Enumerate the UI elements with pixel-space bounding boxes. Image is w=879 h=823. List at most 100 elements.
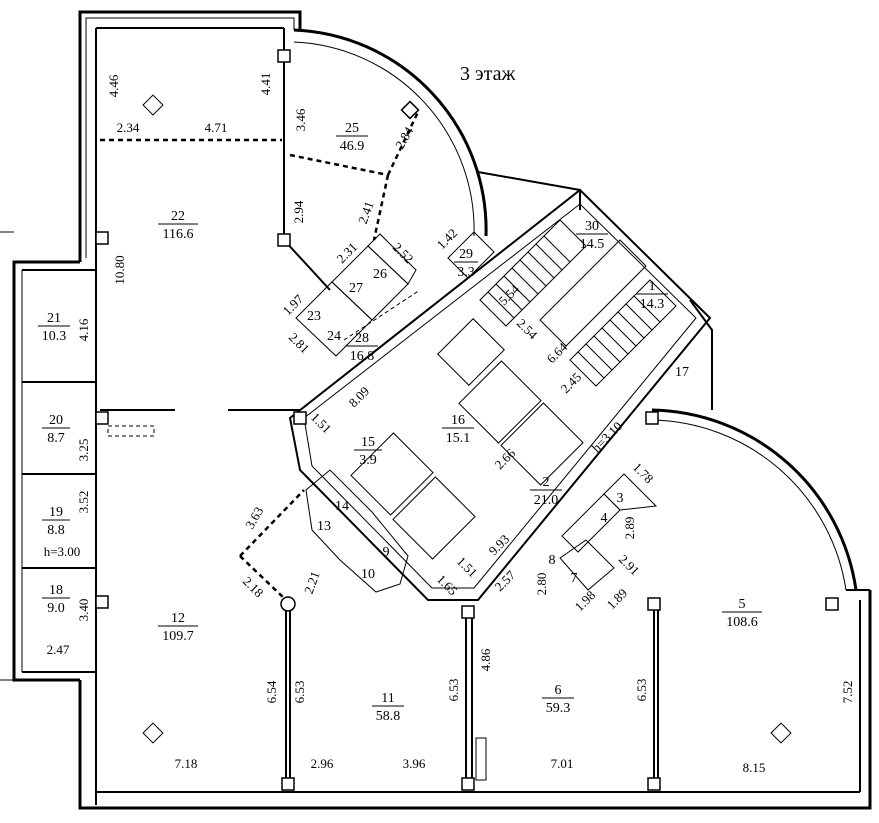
room-6: 6 59.3 bbox=[542, 683, 574, 716]
room-number-4: 4 bbox=[601, 511, 608, 526]
dimension: 1.51 bbox=[454, 553, 481, 580]
small-room-labels: 26 27 23 24 14 13 9 10 3 4 8 7 17 bbox=[307, 267, 689, 586]
dimension: 7.01 bbox=[551, 756, 574, 771]
dimension: 1.42 bbox=[433, 225, 460, 252]
dimension: 8.15 bbox=[743, 760, 766, 775]
dimension: 2.21 bbox=[301, 569, 323, 596]
dimension: 4.16 bbox=[76, 318, 91, 341]
dimension: 7.52 bbox=[840, 681, 855, 704]
room-25: 25 46.9 bbox=[336, 121, 368, 154]
dimension: 4.41 bbox=[258, 73, 273, 96]
height-note-310: h=3.10 bbox=[589, 419, 625, 455]
room-number-14: 14 bbox=[335, 499, 349, 514]
dimension: 2.31 bbox=[333, 239, 360, 266]
dimension: 6.64 bbox=[543, 339, 570, 366]
dimension: 2.52 bbox=[390, 239, 417, 266]
dimension: 4.86 bbox=[478, 648, 493, 671]
room-number-10: 10 bbox=[361, 567, 375, 582]
room-number-27: 27 bbox=[349, 281, 363, 296]
dimension: 8.09 bbox=[345, 383, 372, 410]
dimension: 3.46 bbox=[293, 108, 308, 131]
room-number: 18 bbox=[49, 583, 63, 598]
dimension: 1.51 bbox=[308, 409, 335, 436]
dimension: 2.81 bbox=[286, 329, 313, 356]
dimension: 1.78 bbox=[630, 459, 657, 486]
dimension: 1.97 bbox=[279, 291, 306, 318]
room-area: 116.6 bbox=[163, 227, 194, 242]
room-number: 15 bbox=[361, 435, 375, 450]
room-area: 15.1 bbox=[446, 431, 471, 446]
dimension: 2.89 bbox=[622, 517, 637, 540]
room-number: 12 bbox=[171, 611, 185, 626]
room-number-26: 26 bbox=[373, 267, 387, 282]
room-28: 28 16.8 bbox=[346, 331, 378, 364]
room-number: 16 bbox=[451, 413, 465, 428]
room-area: 14.5 bbox=[580, 237, 605, 252]
dimension: 9.93 bbox=[485, 531, 512, 558]
room-area: 10.3 bbox=[42, 329, 67, 344]
columns bbox=[95, 49, 839, 791]
staircase bbox=[479, 219, 677, 387]
room-number: 2 bbox=[543, 475, 550, 490]
dimension: 2.84 bbox=[392, 124, 417, 152]
room-15: 15 3.9 bbox=[354, 435, 382, 468]
dimension: 2.54 bbox=[514, 315, 541, 342]
dimension: 7.18 bbox=[175, 756, 198, 771]
room-number: 21 bbox=[47, 311, 61, 326]
walls bbox=[0, 10, 872, 810]
room-21: 21 10.3 bbox=[38, 311, 70, 344]
room-labels: 22 116.6 25 46.9 21 10.3 20 8.7 19 8.8 1… bbox=[38, 121, 762, 724]
room-area: 46.9 bbox=[340, 139, 365, 154]
room-area: 108.6 bbox=[726, 615, 758, 630]
dimension: 2.41 bbox=[355, 199, 377, 226]
dimension: 6.53 bbox=[634, 679, 649, 702]
dimension: 2.80 bbox=[534, 573, 549, 596]
dimension: 3.96 bbox=[403, 756, 426, 771]
room-16: 16 15.1 bbox=[442, 413, 474, 446]
dimension: 2.47 bbox=[47, 642, 70, 657]
dimension: 2.96 bbox=[311, 756, 334, 771]
room-area: 8.7 bbox=[47, 431, 65, 446]
dimension: 6.53 bbox=[446, 679, 461, 702]
diamond-markers bbox=[142, 94, 792, 744]
dimension: 3.52 bbox=[76, 491, 91, 514]
room-number-17: 17 bbox=[675, 365, 689, 380]
dimension: 2.57 bbox=[491, 567, 518, 594]
dimension: 4.71 bbox=[205, 120, 228, 135]
dimension: 6.54 bbox=[264, 680, 279, 703]
dimension: 1.65 bbox=[434, 571, 461, 598]
room-area: 16.8 bbox=[350, 349, 375, 364]
room-area: 9.0 bbox=[47, 601, 65, 616]
room-area: 8.8 bbox=[47, 523, 65, 538]
dimension: 4.46 bbox=[106, 74, 121, 97]
room-number-3: 3 bbox=[617, 491, 624, 506]
room-22: 22 116.6 bbox=[158, 209, 198, 242]
dimension: 3.63 bbox=[242, 504, 266, 531]
dimension: 3.40 bbox=[76, 599, 91, 622]
room-number: 22 bbox=[171, 209, 185, 224]
dimension: 1.98 bbox=[571, 587, 598, 614]
room-number-23: 23 bbox=[307, 309, 321, 324]
dimension: 2.91 bbox=[616, 551, 643, 578]
room-number: 30 bbox=[585, 219, 599, 234]
room-area: 58.8 bbox=[376, 709, 401, 724]
room-30: 30 14.5 bbox=[576, 219, 608, 252]
room-number-13: 13 bbox=[317, 519, 331, 534]
room-number-9: 9 bbox=[383, 545, 390, 560]
room-area: 3.3 bbox=[457, 265, 475, 280]
room-number: 28 bbox=[355, 331, 369, 346]
dimension: 10.80 bbox=[112, 255, 127, 284]
height-note: h=3.00 bbox=[44, 544, 81, 559]
room-number: 6 bbox=[555, 683, 562, 698]
room-20: 20 8.7 bbox=[42, 413, 70, 446]
floor-title: 3 этаж bbox=[460, 63, 515, 85]
room-number-7: 7 bbox=[571, 571, 578, 586]
dimension: 2.45 bbox=[557, 369, 584, 396]
dimension: 2.94 bbox=[291, 200, 306, 223]
room-number: 29 bbox=[459, 247, 473, 262]
room-1: 1 14.3 bbox=[636, 279, 668, 312]
room-number: 20 bbox=[49, 413, 63, 428]
room-number-8: 8 bbox=[549, 553, 556, 568]
room-area: 109.7 bbox=[162, 629, 194, 644]
